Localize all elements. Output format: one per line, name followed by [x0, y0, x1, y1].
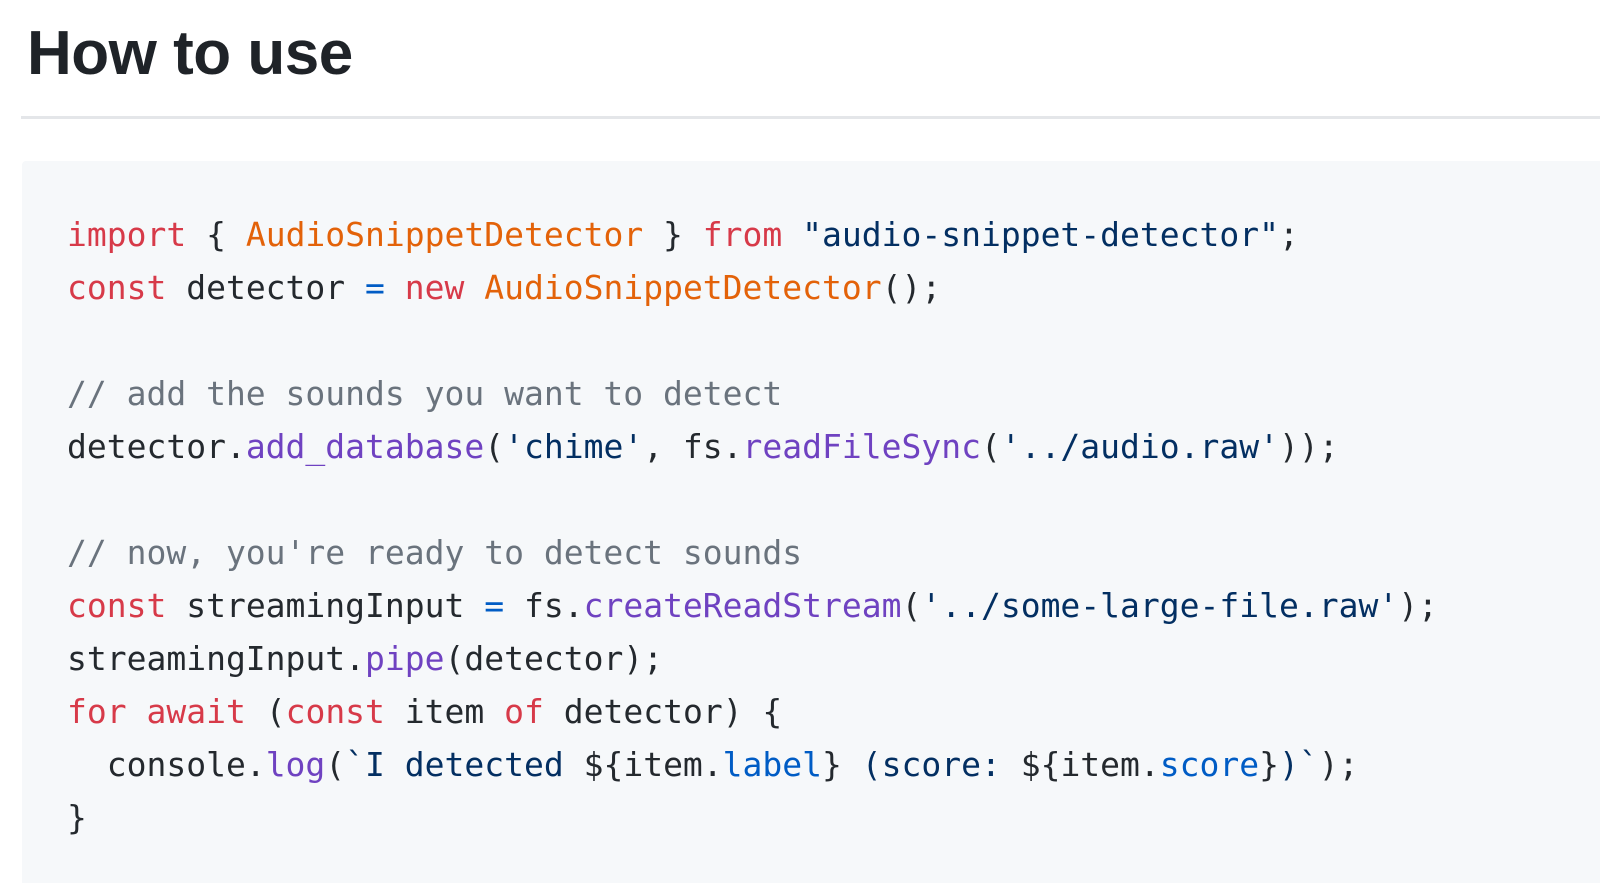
code-line: // now, you're ready to detect sounds	[67, 533, 803, 572]
code-line: }	[67, 798, 87, 837]
code-line	[67, 314, 1580, 367]
code-block: import { AudioSnippetDetector } from "au…	[22, 161, 1600, 883]
code-line: const detector = new AudioSnippetDetecto…	[67, 268, 942, 307]
code-line	[67, 473, 1580, 526]
code-line: console.log(`I detected ${item.label} (s…	[67, 745, 1359, 784]
page-title: How to use	[27, 19, 353, 88]
code-line: for await (const item of detector) {	[67, 692, 783, 731]
code-line: import { AudioSnippetDetector } from "au…	[67, 215, 1299, 254]
code-lines: import { AudioSnippetDetector } from "au…	[67, 208, 1580, 844]
code-line: streamingInput.pipe(detector);	[67, 639, 664, 678]
heading-divider	[21, 116, 1600, 119]
code-line: // add the sounds you want to detect	[67, 374, 783, 413]
code-line: const streamingInput = fs.createReadStre…	[67, 586, 1438, 625]
code-line: detector.add_database('chime', fs.readFi…	[67, 427, 1339, 466]
